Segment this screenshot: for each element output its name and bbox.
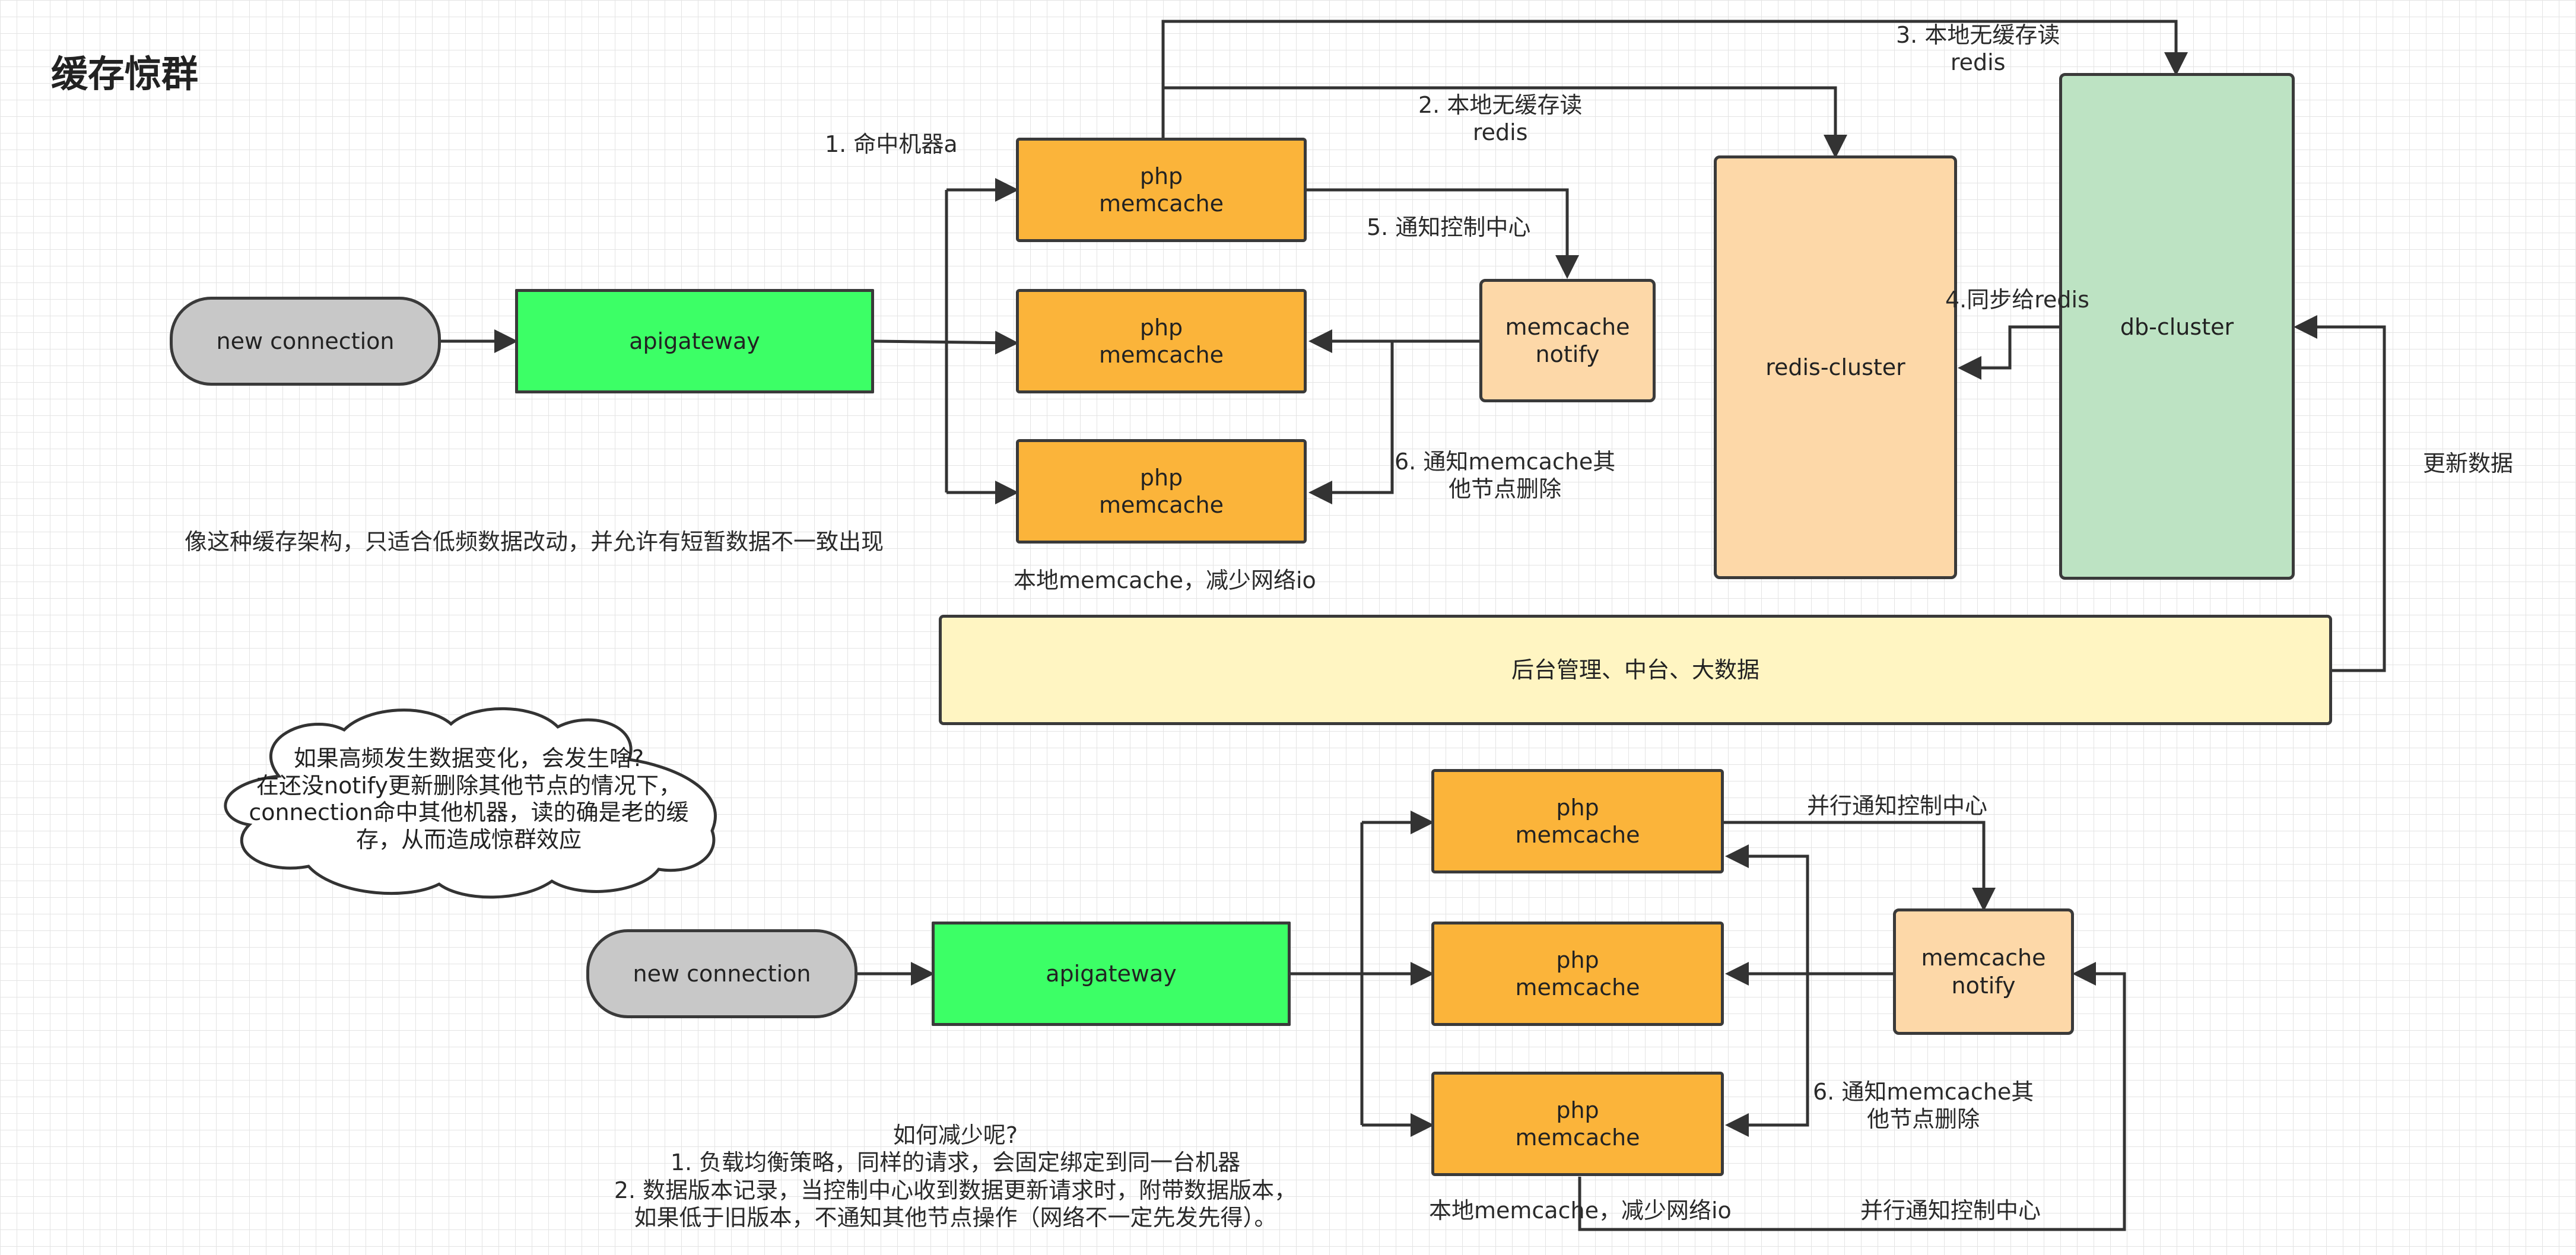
arrow-notify2-to-php6: [1725, 974, 1809, 1137]
arrow-backend-to-db: [2294, 315, 2386, 672]
bottom-php-memcache-2: php memcache: [1431, 922, 1724, 1026]
top-apigateway: apigateway: [515, 289, 874, 393]
label-read-db: 3. 本地无缓存读 redis: [1896, 22, 2060, 76]
arrow-php1-to-notify: [1307, 188, 1579, 279]
top-php-memcache-2: php memcache: [1016, 289, 1307, 393]
bottom-php-memcache-1: php memcache: [1431, 769, 1724, 873]
thought-cloud-shape: [224, 707, 717, 899]
backend-management: 后台管理、中台、大数据: [939, 615, 2332, 725]
label-read-redis: 2. 本地无缓存读 redis: [1418, 92, 1583, 146]
arrow-db-to-redis: [1958, 325, 2059, 380]
label-update-data: 更新数据: [2423, 450, 2514, 476]
label-parallel-notify-bottom: 并行通知控制中心: [1860, 1197, 2041, 1224]
redis-cluster: redis-cluster: [1714, 155, 1957, 579]
label-local-memcache: 本地memcache，减少网络io: [1014, 567, 1316, 593]
top-php-memcache-1: php memcache: [1016, 138, 1307, 242]
top-php-memcache-3: php memcache: [1016, 439, 1307, 544]
arrow-php6-to-notify2: [1578, 962, 2126, 1231]
label-local-memcache-bottom: 本地memcache，减少网络io: [1429, 1197, 1732, 1224]
arrow-php4-to-notify2: [1724, 821, 1996, 911]
label-notify-center: 5. 通知控制中心: [1367, 214, 1531, 240]
arrow-notify-to-php3: [1308, 341, 1394, 504]
top-new-connection: new connection: [170, 297, 441, 386]
page-title: 缓存惊群: [51, 52, 199, 96]
arrow-php1-to-db: [1161, 20, 2188, 88]
label-parallel-notify-top: 并行通知控制中心: [1807, 793, 1988, 819]
label-notify-delete: 6. 通知memcache其 他节点删除: [1395, 449, 1616, 503]
db-cluster: db-cluster: [2059, 73, 2295, 580]
arrow-php1-to-redis: [1161, 86, 1847, 158]
label-reduce-strategy: 如何减少呢? 1. 负载均衡策略，同样的请求，会固定绑定到同一台机器 2. 数据…: [614, 1122, 1297, 1231]
label-sync-redis: 4.同步给redis: [1945, 287, 2089, 313]
bottom-memcache-notify: memcache notify: [1893, 908, 2074, 1035]
arrow-notify2-to-php4: [1725, 844, 1809, 974]
bottom-php-memcache-3: php memcache: [1431, 1072, 1724, 1176]
label-hit-machine: 1. 命中机器a: [825, 131, 958, 157]
label-notify-delete-bottom: 6. 通知memcache其 他节点删除: [1813, 1079, 2034, 1133]
top-memcache-notify: memcache notify: [1479, 279, 1656, 402]
bottom-new-connection: new connection: [586, 929, 857, 1018]
bottom-apigateway: apigateway: [932, 922, 1291, 1026]
label-note: 像这种缓存架构，只适合低频数据改动，并允许有短暂数据不一致出现: [185, 529, 884, 555]
cloud-text: 如果高频发生数据变化，会发生啥? 在还没notify更新删除其他节点的情况下， …: [249, 745, 689, 853]
